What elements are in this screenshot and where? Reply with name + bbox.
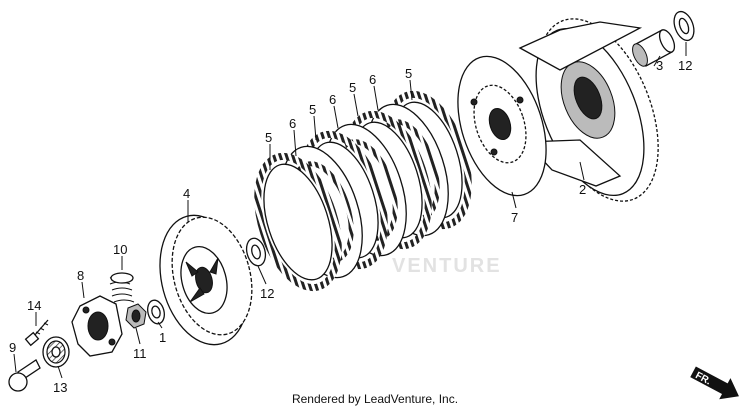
callout-12-lower: 12: [260, 286, 274, 301]
front-direction-arrow: FR.: [690, 366, 739, 400]
callout-2: 2: [579, 182, 586, 197]
pressure-plate: [457, 55, 547, 197]
lock-nut: [125, 303, 147, 329]
washer: [147, 299, 165, 325]
callout-5-c: 5: [349, 80, 356, 95]
callout-6-a: 6: [289, 116, 296, 131]
watermark: VENTURE: [392, 255, 502, 277]
callout-5-d: 5: [405, 66, 412, 81]
callout-8: 8: [77, 268, 84, 283]
bearing: [42, 336, 70, 368]
callout-3: 3: [656, 58, 663, 73]
callout-14: 14: [27, 298, 41, 313]
callout-4: 4: [183, 186, 190, 201]
lifter-rod: [8, 359, 41, 392]
footer-credit: Rendered by LeadVenture, Inc.: [291, 392, 459, 406]
lifter-plate: [71, 295, 123, 357]
callout-9: 9: [9, 340, 16, 355]
callout-11: 11: [133, 346, 147, 361]
thrust-washer-upper: [673, 10, 695, 42]
leader-lines: [13, 42, 687, 379]
callout-6-c: 6: [369, 72, 376, 87]
callout-6-b: 6: [329, 92, 336, 107]
callout-7: 7: [511, 210, 518, 225]
clutch-outer-housing: [518, 18, 659, 202]
thrust-washer-lower: [245, 237, 267, 267]
callout-13: 13: [53, 380, 67, 395]
callout-5-b: 5: [309, 102, 316, 117]
bolt: [24, 319, 49, 347]
callout-5-a: 5: [265, 130, 272, 145]
bushing: [632, 29, 676, 67]
callout-12-upper: 12: [678, 58, 692, 73]
disc-5-a: [254, 152, 342, 292]
callout-1: 1: [159, 330, 166, 345]
callout-10: 10: [113, 242, 127, 257]
callout-labels: 4 5 6 5 6 5 6 5 7 2 3 12 12 1 11 10 8 14…: [9, 58, 692, 395]
clutch-spring: [109, 272, 135, 303]
clutch-center: [159, 214, 253, 346]
